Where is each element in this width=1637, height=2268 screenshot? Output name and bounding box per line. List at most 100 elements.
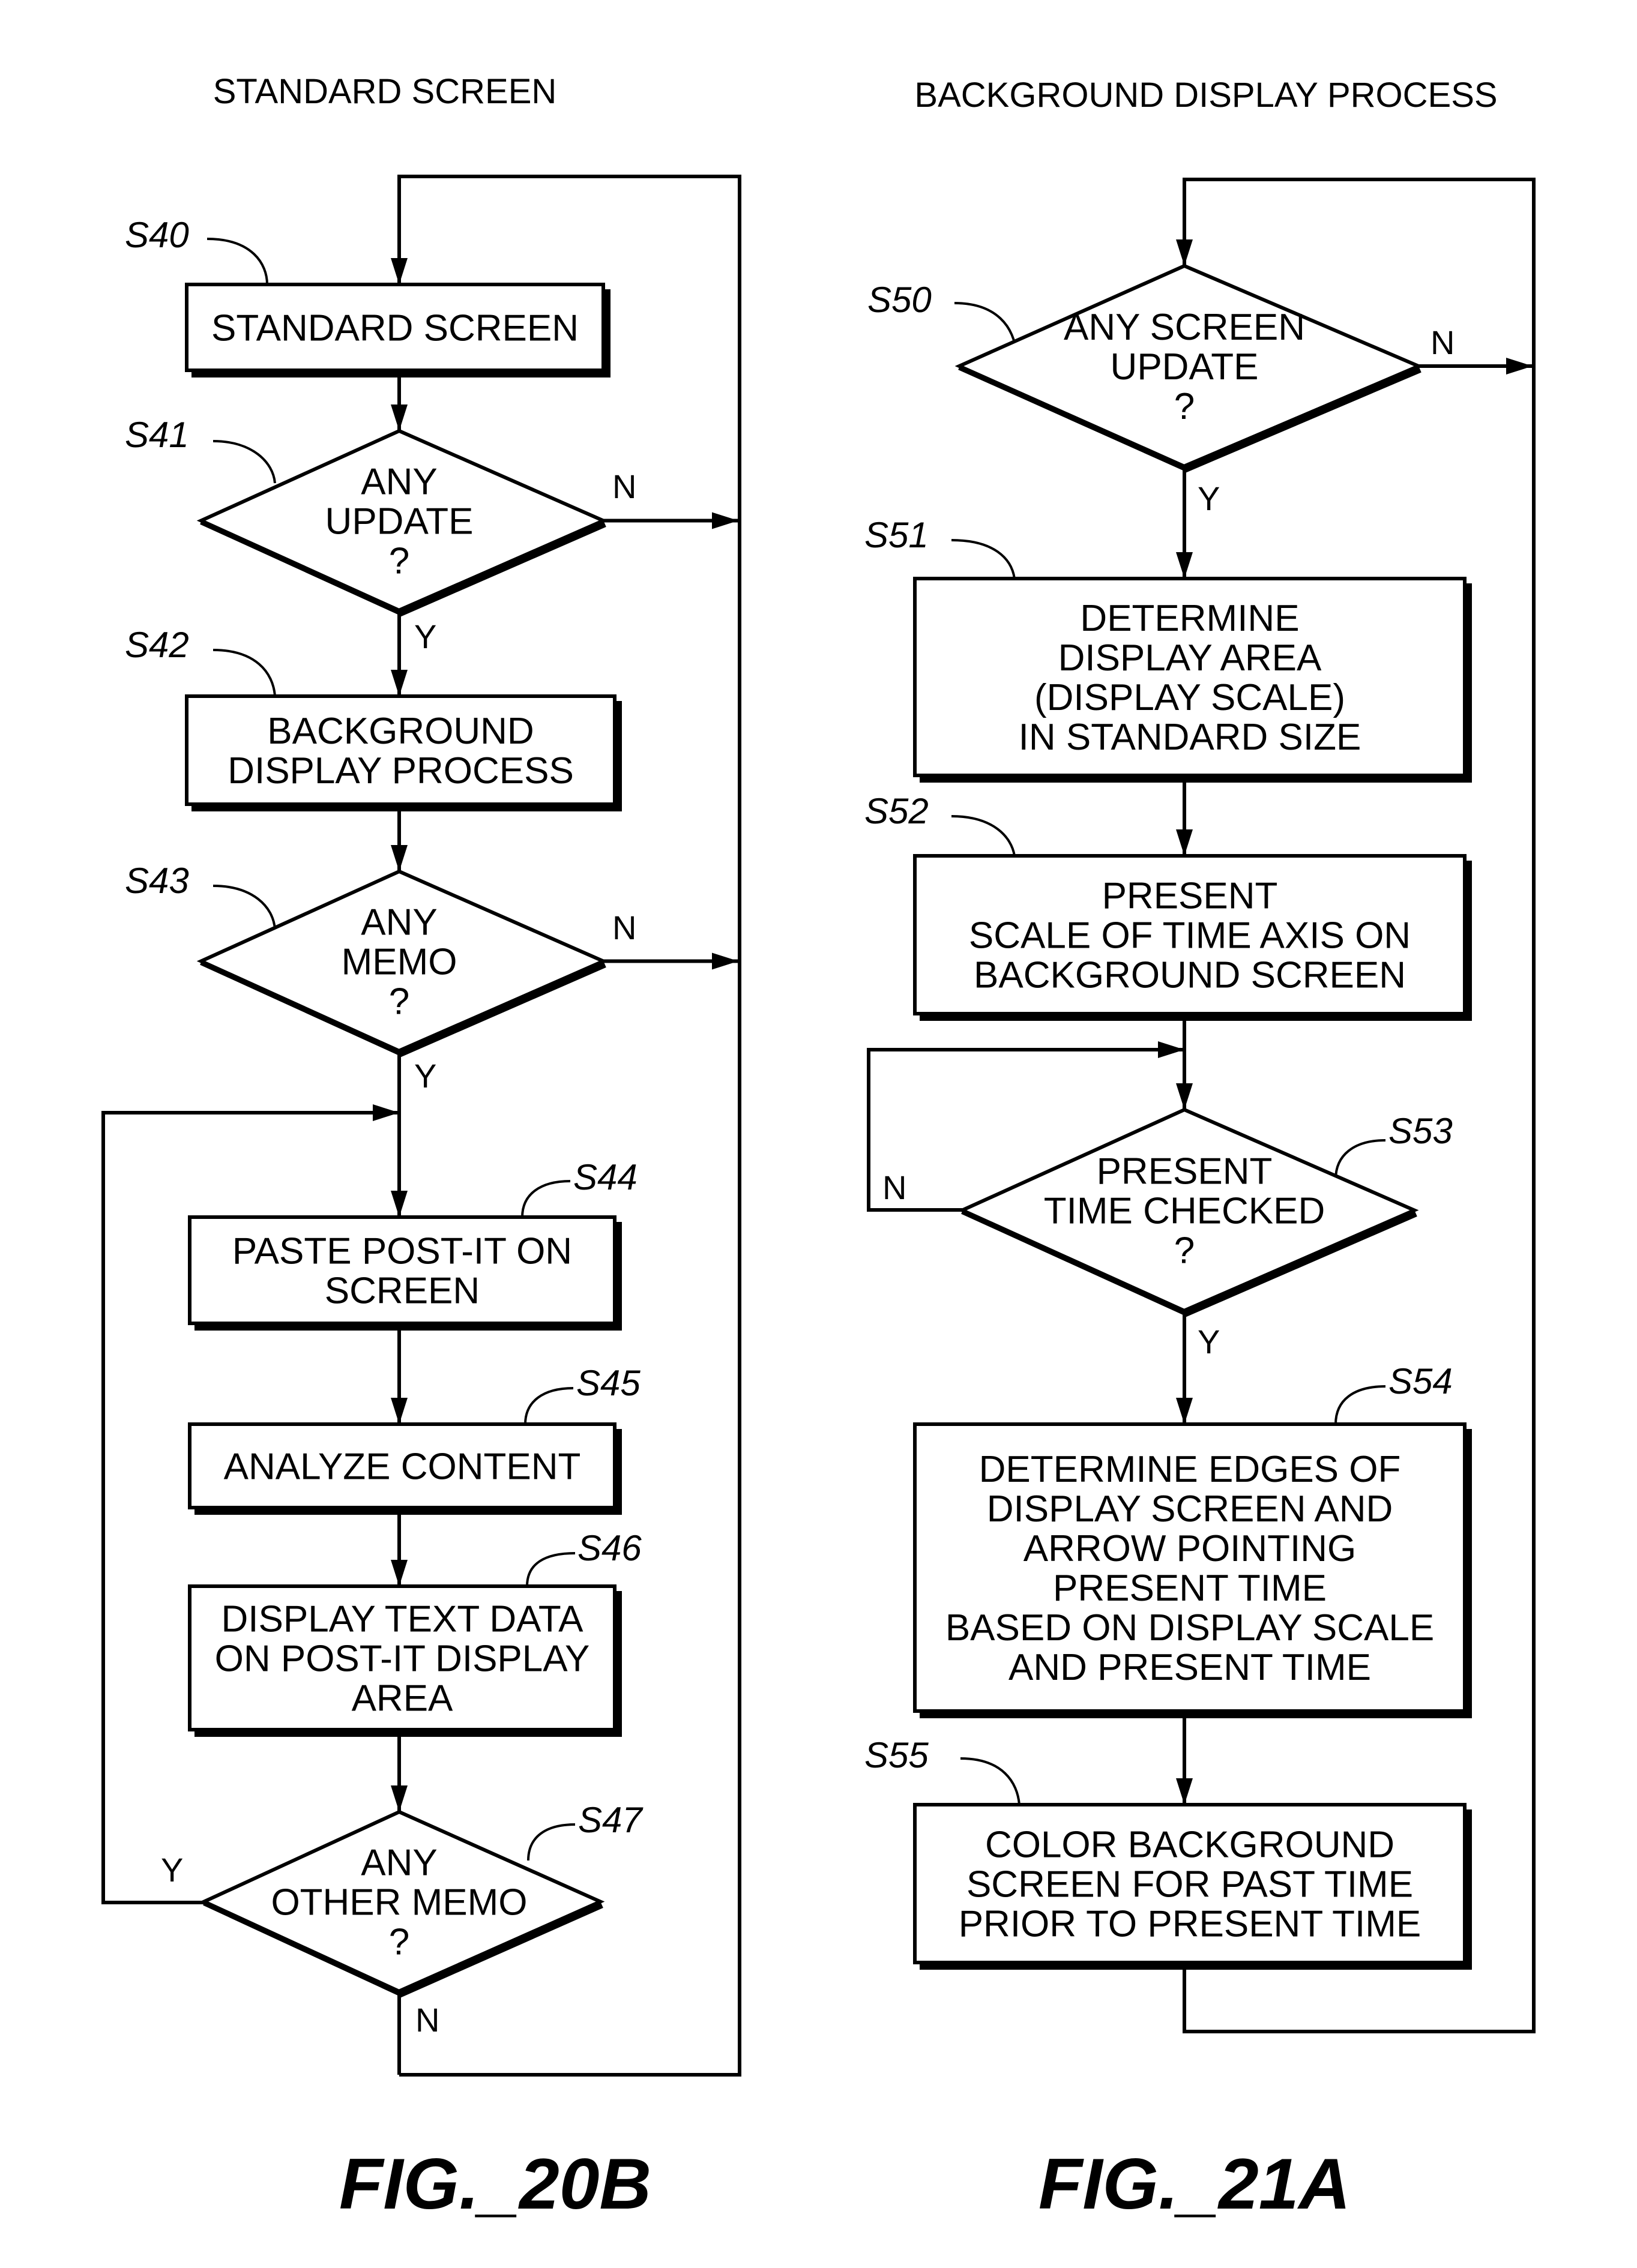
decision-s50-text: UPDATE: [1111, 346, 1259, 388]
step-s53-leader: [1336, 1140, 1385, 1179]
figure-title-background-display-process: BACKGROUND DISPLAY PROCESS: [914, 76, 1497, 115]
label-s50-yes: Y: [1198, 480, 1220, 517]
decision-s43-text: ?: [389, 981, 409, 1023]
process-s52-text: SCALE OF TIME AXIS ON: [969, 915, 1411, 957]
step-s53-label: S53: [1388, 1111, 1453, 1151]
step-s41-leader: [213, 441, 275, 483]
process-s55-text: SCREEN FOR PAST TIME: [966, 1864, 1413, 1906]
process-s51-text: IN STANDARD SIZE: [1019, 717, 1361, 758]
arrowhead: [1176, 239, 1193, 266]
arrowhead: [391, 1191, 408, 1217]
step-s43-leader: [213, 886, 275, 929]
decision-s43-text: MEMO: [342, 942, 457, 983]
arrowhead: [391, 1398, 408, 1424]
arrowhead: [1176, 1083, 1193, 1110]
process-s54-text: DISPLAY SCREEN AND: [987, 1488, 1393, 1530]
arrowhead: [391, 405, 408, 431]
decision-s53-text: TIME CHECKED: [1044, 1191, 1325, 1232]
step-s54-leader: [1336, 1386, 1385, 1424]
label-s53-yes: Y: [1198, 1323, 1220, 1361]
step-s47-leader: [528, 1824, 575, 1860]
step-s54-label: S54: [1388, 1361, 1453, 1401]
process-s52-text: BACKGROUND SCREEN: [974, 955, 1406, 996]
step-s46-label: S46: [577, 1528, 642, 1568]
label-s41-yes: Y: [414, 618, 436, 655]
process-s52-text: PRESENT: [1102, 876, 1278, 917]
arrowhead: [1176, 1778, 1193, 1805]
label-s43-no: N: [612, 909, 636, 946]
process-s55-text: PRIOR TO PRESENT TIME: [959, 1904, 1421, 1945]
label-s43-yes: Y: [414, 1057, 436, 1095]
process-s54-text: AND PRESENT TIME: [1008, 1647, 1371, 1688]
arrowhead: [1176, 1398, 1193, 1424]
figure-title-standard-screen: STANDARD SCREEN: [213, 72, 557, 111]
process-s54-text: BASED ON DISPLAY SCALE: [945, 1607, 1434, 1649]
process-s51-text: DETERMINE: [1080, 598, 1299, 639]
arrowhead: [391, 1560, 408, 1586]
process-s40-text: STANDARD SCREEN: [211, 308, 579, 349]
arrowhead: [1176, 829, 1193, 856]
step-s45-label: S45: [576, 1363, 641, 1403]
step-s40-label: S40: [125, 215, 189, 255]
step-s44-leader: [522, 1181, 570, 1217]
arrowhead: [391, 1785, 408, 1812]
decision-s41-text: ANY: [361, 462, 437, 503]
decision-s47-text: ?: [389, 1922, 409, 1963]
step-s51-label: S51: [864, 515, 929, 555]
figure-caption-21a: FIG._21A: [1039, 2144, 1351, 2224]
step-s40-leader: [207, 239, 267, 284]
decision-s41-text: ?: [389, 541, 409, 582]
decision-s50-text: ?: [1174, 386, 1195, 427]
decision-s50-text: ANY SCREEN: [1064, 307, 1305, 348]
process-s55-text: COLOR BACKGROUND: [985, 1824, 1394, 1866]
process-s46-text: ON POST-IT DISPLAY: [215, 1638, 590, 1680]
decision-s43-text: ANY: [361, 902, 437, 943]
decision-s47-text: OTHER MEMO: [271, 1882, 527, 1924]
step-s46-leader: [527, 1553, 575, 1586]
decision-s41-text: UPDATE: [325, 501, 474, 543]
step-s43-label: S43: [125, 861, 189, 901]
process-s51-text: DISPLAY AREA: [1058, 637, 1322, 679]
label-s50-no: N: [1430, 323, 1455, 361]
label-s47-no: N: [415, 2001, 439, 2039]
step-s47-label: S47: [578, 1800, 644, 1840]
figure-caption-20b: FIG._20B: [339, 2144, 651, 2224]
process-s45-text: ANALYZE CONTENT: [224, 1446, 581, 1488]
step-s51-leader: [951, 540, 1014, 579]
process-s51-text: (DISPLAY SCALE): [1034, 677, 1345, 718]
arrowhead: [712, 953, 738, 970]
process-s44-text: PASTE POST-IT ON: [232, 1231, 572, 1272]
label-s41-no: N: [612, 468, 636, 505]
step-s52-leader: [951, 816, 1014, 856]
arrowhead: [1506, 358, 1533, 374]
process-s42-text: BACKGROUND: [267, 711, 534, 752]
arrowhead: [1176, 552, 1193, 579]
process-s54-text: PRESENT TIME: [1053, 1568, 1327, 1609]
step-s42-leader: [213, 650, 275, 696]
arrowhead: [373, 1104, 399, 1121]
arrowhead: [391, 670, 408, 696]
decision-s53-text: PRESENT: [1097, 1151, 1273, 1193]
arrowhead: [1158, 1041, 1184, 1058]
label-s53-no: N: [882, 1169, 906, 1206]
step-s45-leader: [525, 1388, 573, 1424]
process-s54-text: DETERMINE EDGES OF: [979, 1449, 1401, 1490]
arrowhead: [391, 258, 408, 284]
process-s46-text: AREA: [352, 1678, 453, 1719]
arrowhead: [391, 845, 408, 871]
main-return-loop-21a: [1184, 179, 1534, 2032]
step-s52-label: S52: [864, 791, 929, 831]
step-s44-label: S44: [573, 1157, 638, 1197]
step-s41-label: S41: [125, 415, 189, 455]
process-s44-text: SCREEN: [325, 1271, 480, 1312]
step-s55-label: S55: [864, 1735, 929, 1775]
step-s55-leader: [960, 1758, 1019, 1805]
step-s42-label: S42: [125, 625, 189, 665]
process-s54-text: ARROW POINTING: [1024, 1528, 1357, 1569]
decision-s53-text: ?: [1174, 1230, 1195, 1272]
process-s46-text: DISPLAY TEXT DATA: [222, 1599, 584, 1640]
step-s50-label: S50: [867, 280, 932, 320]
label-s47-yes: Y: [161, 1851, 183, 1889]
